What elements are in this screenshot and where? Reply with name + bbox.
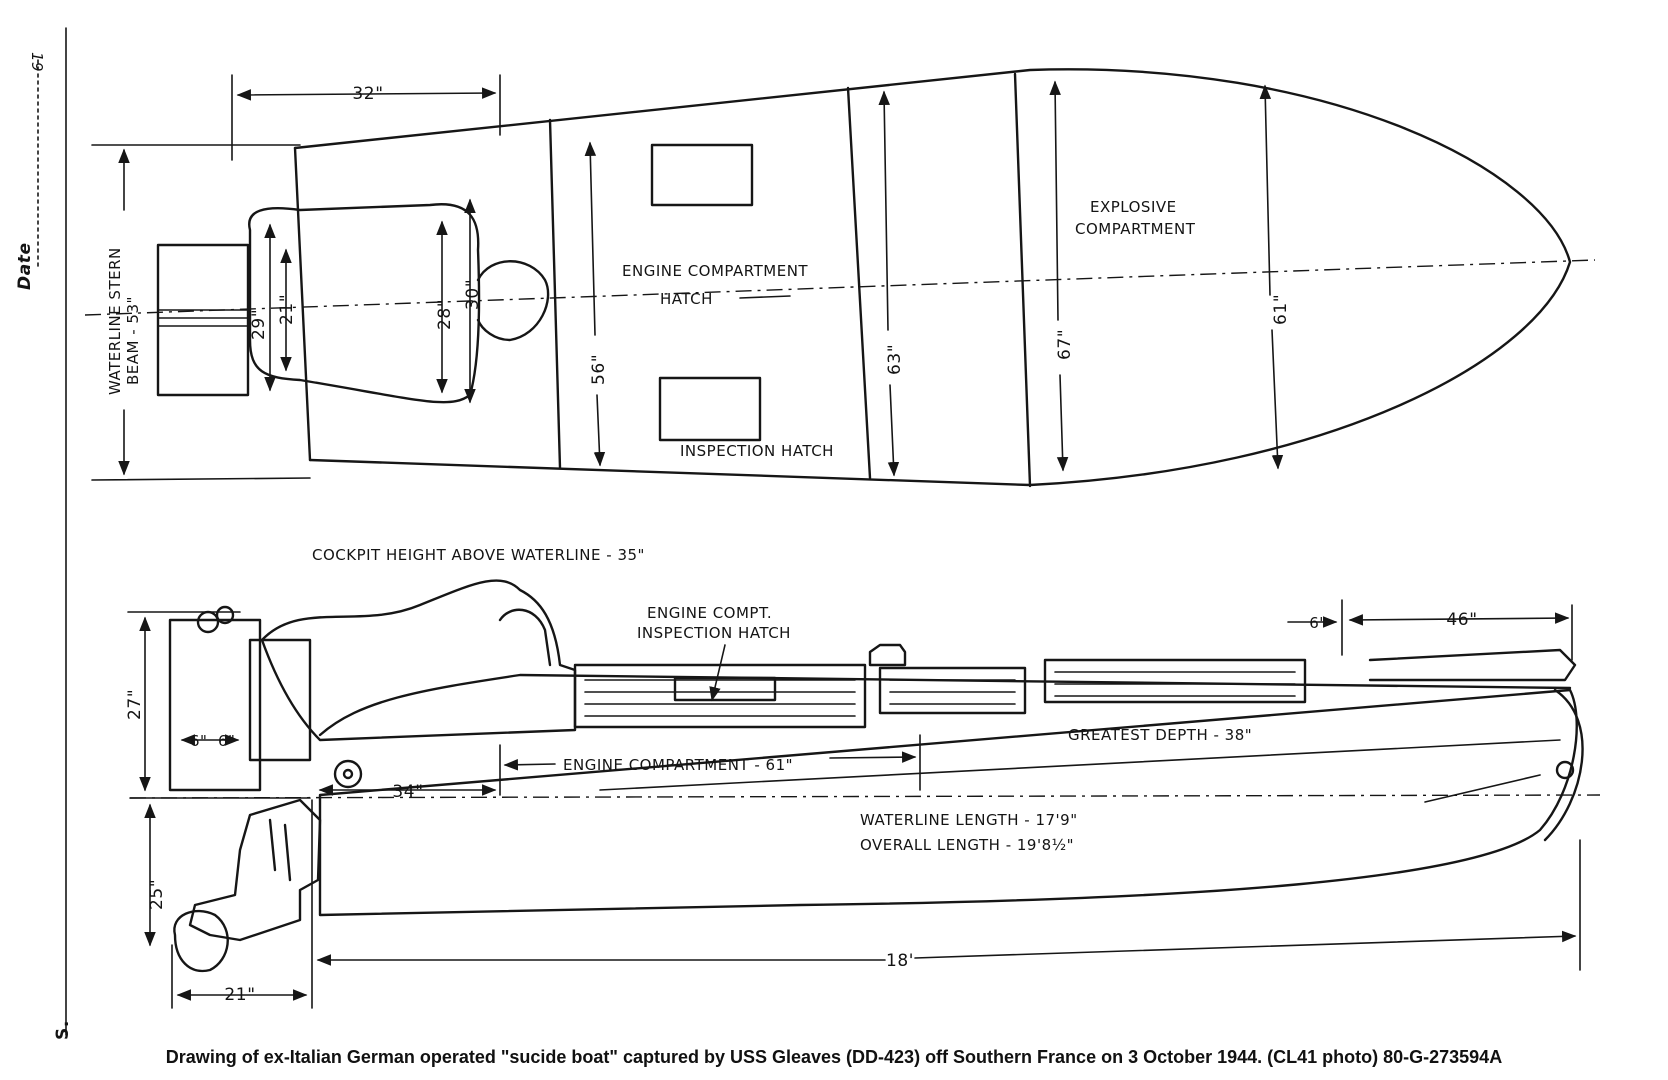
profile-deck-line: [318, 673, 1572, 737]
dim-ec-arrow-left: [503, 758, 556, 771]
dim-18-line-right: [914, 930, 1577, 959]
profile-chine: [599, 739, 1561, 791]
engine-deck-vent-3: [1043, 658, 1307, 704]
bow-eye: [1555, 760, 1575, 780]
plan-frame-1: [548, 118, 562, 470]
engine-mount: [248, 638, 312, 762]
profile-hull-outline: [318, 688, 1578, 917]
inspection-hatch-profile: [673, 676, 777, 702]
dim-32-label: 32": [352, 84, 383, 104]
dim-56-label: 56": [589, 354, 609, 385]
dim-6a-label: 6": [190, 732, 207, 750]
dim-34-label: 34": [392, 782, 423, 802]
cockpit-outline: [248, 203, 481, 404]
motor-shaft-2: [283, 823, 292, 882]
stern-beam-ext-bottom: [91, 477, 311, 481]
bow-bolt-strap: [1424, 774, 1541, 803]
dim-56-line-top: [584, 141, 597, 336]
dim-63-label: 63": [885, 344, 905, 375]
year-prefix: 19: [28, 52, 46, 72]
dim-28-label: 28": [435, 299, 455, 330]
overall-length-label: OVERALL LENGTH - 19'8½": [860, 836, 1074, 854]
hull-fitting-center: [342, 768, 354, 780]
dim-25-label: 25": [147, 879, 167, 910]
dim-6b-label: 6": [218, 732, 235, 750]
sheet-margin: 19 Date S.: [15, 27, 73, 1040]
dim-32-line: [236, 87, 497, 101]
dim-30-label: 30": [463, 279, 483, 310]
dim-18-label: 18': [886, 951, 914, 971]
outboard-motor: [188, 798, 322, 942]
inspection-hatch: [658, 376, 762, 442]
dim-27-label: 27": [125, 689, 145, 720]
profile-bow-stem: [1543, 688, 1584, 842]
corner-mark: S.: [53, 1020, 73, 1040]
dim-6-top-label: 6": [1309, 614, 1326, 632]
waterline-length-label: WATERLINE LENGTH - 17'9": [860, 811, 1078, 829]
dim-29-label: 29": [249, 309, 269, 340]
dim-46-line: [1348, 612, 1570, 626]
greatest-depth-label: GREATEST DEPTH - 38": [1068, 726, 1252, 744]
outboard-engine-plan: [156, 243, 250, 397]
profile-view: COCKPIT HEIGHT ABOVE WATERLINE - 35": [125, 546, 1601, 1009]
cockpit-cowl: [260, 579, 577, 742]
lifting-eye-1: [196, 610, 220, 634]
plan-frame-2: [846, 86, 872, 480]
dim-67-line-bottom: [1056, 374, 1069, 472]
dim-67-line-top: [1049, 80, 1061, 321]
dim-ec-arrow-right: [829, 751, 917, 763]
plan-hull-outline: [293, 68, 1572, 487]
engine-hatch-label-1: ENGINE COMPARTMENT: [622, 262, 808, 280]
engine-compt-label-2: INSPECTION HATCH: [637, 624, 791, 642]
engine-compt-label-1: ENGINE COMPT.: [647, 604, 772, 622]
photo-caption: Drawing of ex-Italian German operated "s…: [166, 1047, 1502, 1067]
motor-shaft-1: [268, 818, 277, 872]
stern-beam-label-1: WATERLINE STERN: [106, 247, 124, 395]
deck-fitting: [868, 643, 907, 667]
plan-view: 32" WATERLINE STERN BEAM - 53" 29" 21" 2…: [84, 68, 1596, 488]
engine-deck-vent-2: [878, 666, 1027, 715]
dim-21-label: 21": [277, 294, 297, 325]
hull-fitting-circle: [333, 759, 363, 789]
dim-67-label: 67": [1055, 329, 1075, 360]
dim-56-line-bottom: [593, 394, 606, 467]
dim-21b-label: 21": [224, 985, 255, 1005]
cockpit-height-label: COCKPIT HEIGHT ABOVE WATERLINE - 35": [312, 546, 645, 564]
dim-61-line-bottom: [1271, 329, 1284, 470]
cowl-screen: [498, 608, 552, 667]
helm-dome: [476, 260, 550, 342]
plan-frame-3: [1013, 72, 1032, 488]
transom-block: [168, 618, 262, 792]
hatch-leader: [739, 295, 791, 299]
bow-rail: [1368, 648, 1577, 682]
inspection-hatch-label: INSPECTION HATCH: [680, 442, 834, 460]
dim-63-line-top: [878, 90, 890, 331]
plan-transom: [293, 146, 312, 462]
engine-compartment-hatch: [650, 143, 754, 207]
dim-61-line-top: [1259, 84, 1272, 296]
dim-61-label: 61": [1271, 294, 1291, 325]
engine-compt-leader: [709, 644, 726, 702]
date-label: Date: [15, 242, 35, 290]
dim-46-label: 46": [1446, 610, 1477, 630]
stern-beam-label-2: BEAM - 53": [124, 296, 142, 385]
lifting-eye-2: [215, 605, 235, 625]
engine-compartment-label: ENGINE COMPARTMENT - 61": [563, 756, 793, 774]
explosive-label-2: COMPARTMENT: [1075, 220, 1196, 238]
engine-deck-vent-1: [573, 663, 867, 729]
engine-hatch-label-2: HATCH: [660, 290, 713, 308]
propeller: [173, 909, 229, 973]
explosive-label-1: EXPLOSIVE: [1090, 198, 1177, 216]
waterline: [129, 794, 1601, 799]
dim-63-line-bottom: [887, 384, 900, 477]
plan-centerline: [84, 259, 1596, 316]
